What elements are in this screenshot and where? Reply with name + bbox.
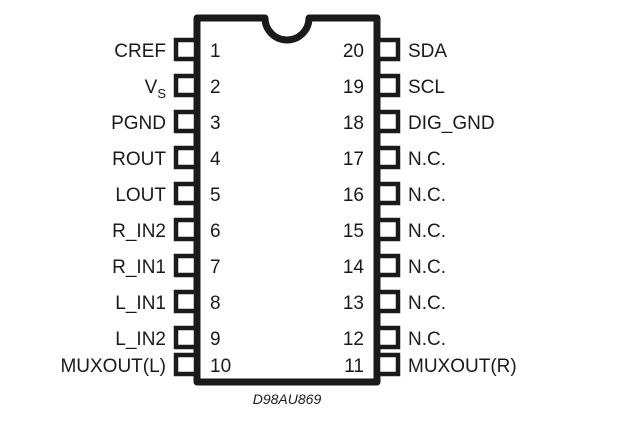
pin-pad bbox=[375, 289, 401, 314]
pin-label-muxout-l: MUXOUT(L) bbox=[60, 356, 166, 377]
pin-label-lout: LOUT bbox=[115, 185, 166, 206]
pin-label-l-in2: L_IN2 bbox=[115, 329, 166, 350]
pin-number: 9 bbox=[210, 329, 221, 350]
pin-number: 17 bbox=[343, 149, 364, 170]
pin-pad bbox=[173, 325, 199, 350]
pin-label-l-in1: L_IN1 bbox=[115, 293, 166, 314]
pin-pad bbox=[375, 217, 401, 242]
pin-label-nc-12: N.C. bbox=[408, 329, 446, 350]
pin-pad bbox=[375, 109, 401, 134]
pin-pad bbox=[375, 37, 401, 62]
pin-pad bbox=[173, 181, 199, 206]
pin-label-cref: CREF bbox=[114, 41, 166, 62]
pin-label-vs-subscript: S bbox=[157, 86, 166, 101]
pin-number: 11 bbox=[344, 356, 364, 377]
pin-pad bbox=[375, 325, 401, 350]
pin-number: 14 bbox=[343, 257, 365, 278]
pin-label-vs: VS bbox=[145, 77, 167, 101]
pin-number: 7 bbox=[210, 257, 221, 278]
pin-pad bbox=[375, 181, 401, 206]
left-pin-labels: CREF VS PGND ROUT LOUT R_IN2 R_IN1 L_IN1… bbox=[60, 41, 166, 377]
left-pin-pads bbox=[173, 37, 199, 377]
pin-label-r-in2: R_IN2 bbox=[112, 221, 166, 242]
pin-label-vs-main: V bbox=[145, 77, 158, 98]
ic-body-outline bbox=[193, 14, 381, 386]
pin-number: 4 bbox=[210, 149, 221, 170]
pin-pad bbox=[173, 37, 199, 62]
pin-pad bbox=[375, 253, 401, 278]
right-pin-labels: SDA SCL DIG_GND N.C. N.C. N.C. N.C. N.C.… bbox=[408, 41, 517, 377]
pin-number: 16 bbox=[343, 185, 364, 206]
pin-number: 10 bbox=[210, 356, 231, 377]
pin-label-nc-14: N.C. bbox=[408, 257, 446, 278]
pin-number: 13 bbox=[343, 293, 364, 314]
pin-label-muxout-r: MUXOUT(R) bbox=[408, 356, 517, 377]
right-pin-pads bbox=[375, 37, 401, 377]
pin-number: 12 bbox=[343, 329, 364, 350]
pin-label-nc-15: N.C. bbox=[408, 221, 446, 242]
pin-pad bbox=[173, 145, 199, 170]
right-pin-numbers: 20 19 18 17 16 15 14 13 12 11 bbox=[343, 41, 365, 377]
left-pin-numbers: 1 2 3 4 5 6 7 8 9 10 bbox=[210, 41, 231, 377]
pin-label-sda: SDA bbox=[408, 41, 447, 62]
pin-label-r-in1: R_IN1 bbox=[112, 257, 166, 278]
pin-label-pgnd: PGND bbox=[111, 113, 166, 134]
pin-pad bbox=[173, 217, 199, 242]
pin-number: 19 bbox=[343, 77, 364, 98]
pin-number: 15 bbox=[343, 221, 364, 242]
pin-pad bbox=[173, 253, 199, 278]
pin-number: 2 bbox=[210, 77, 221, 98]
pin-pad bbox=[173, 109, 199, 134]
pin-number: 3 bbox=[210, 113, 221, 134]
pin-pad bbox=[173, 352, 199, 377]
part-code-caption: D98AU869 bbox=[253, 391, 322, 407]
pin-number: 5 bbox=[210, 185, 221, 206]
pin-label-nc-17: N.C. bbox=[408, 149, 446, 170]
pin-pad bbox=[375, 352, 401, 377]
pin-pad bbox=[375, 73, 401, 98]
pin-label-scl: SCL bbox=[408, 77, 445, 98]
pin-number: 8 bbox=[210, 293, 221, 314]
pin-pad bbox=[375, 145, 401, 170]
pin-pad bbox=[173, 289, 199, 314]
pin-label-dig-gnd: DIG_GND bbox=[408, 113, 495, 134]
pin-number: 1 bbox=[210, 41, 221, 62]
pin-label-nc-16: N.C. bbox=[408, 185, 446, 206]
pin-number: 18 bbox=[343, 113, 364, 134]
pin-label-rout: ROUT bbox=[112, 149, 166, 170]
pin-pad bbox=[173, 73, 199, 98]
pin-number: 6 bbox=[210, 221, 221, 242]
pin-label-nc-13: N.C. bbox=[408, 293, 446, 314]
pin-number: 20 bbox=[343, 41, 364, 62]
